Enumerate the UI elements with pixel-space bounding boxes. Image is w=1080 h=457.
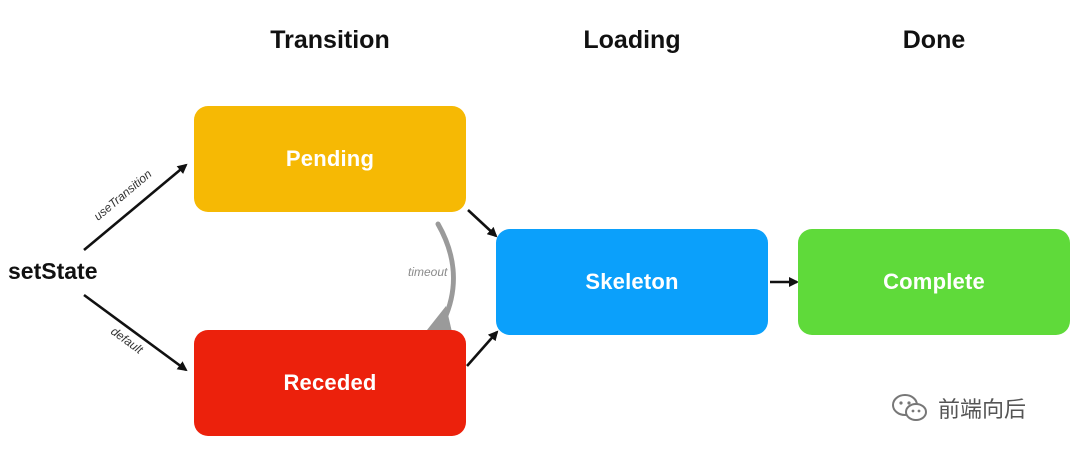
node-skeleton-label: Skeleton — [585, 269, 679, 294]
node-complete: Complete — [798, 229, 1070, 335]
column-title-done: Done — [902, 26, 966, 54]
node-pending: Pending — [194, 106, 466, 212]
node-receded-label: Receded — [283, 370, 377, 395]
node-receded: Receded — [194, 330, 466, 436]
edge-timeout-arrowhead — [427, 306, 452, 332]
column-title-transition: Transition — [270, 26, 390, 54]
edge-label-timeout: timeout — [408, 265, 448, 279]
edge-timeout-curve — [435, 221, 456, 323]
watermark: 前端向后 — [892, 392, 1026, 424]
node-complete-label: Complete — [883, 269, 985, 294]
setstate-label: setState — [8, 258, 98, 284]
edge-receded-to-skeleton — [466, 330, 499, 367]
edge-setstate-to-receded — [83, 293, 188, 372]
edge-label-use-transition: useTransition — [91, 167, 155, 224]
edge-pending-to-skeleton — [467, 209, 498, 238]
wechat-icon — [892, 394, 927, 421]
node-pending-label: Pending — [285, 146, 375, 171]
edge-label-default: default — [108, 324, 146, 357]
column-title-loading: Loading — [583, 26, 681, 54]
watermark-text: 前端向后 — [938, 398, 1027, 423]
edge-setstate-to-pending — [83, 163, 188, 251]
node-skeleton: Skeleton — [496, 229, 768, 335]
